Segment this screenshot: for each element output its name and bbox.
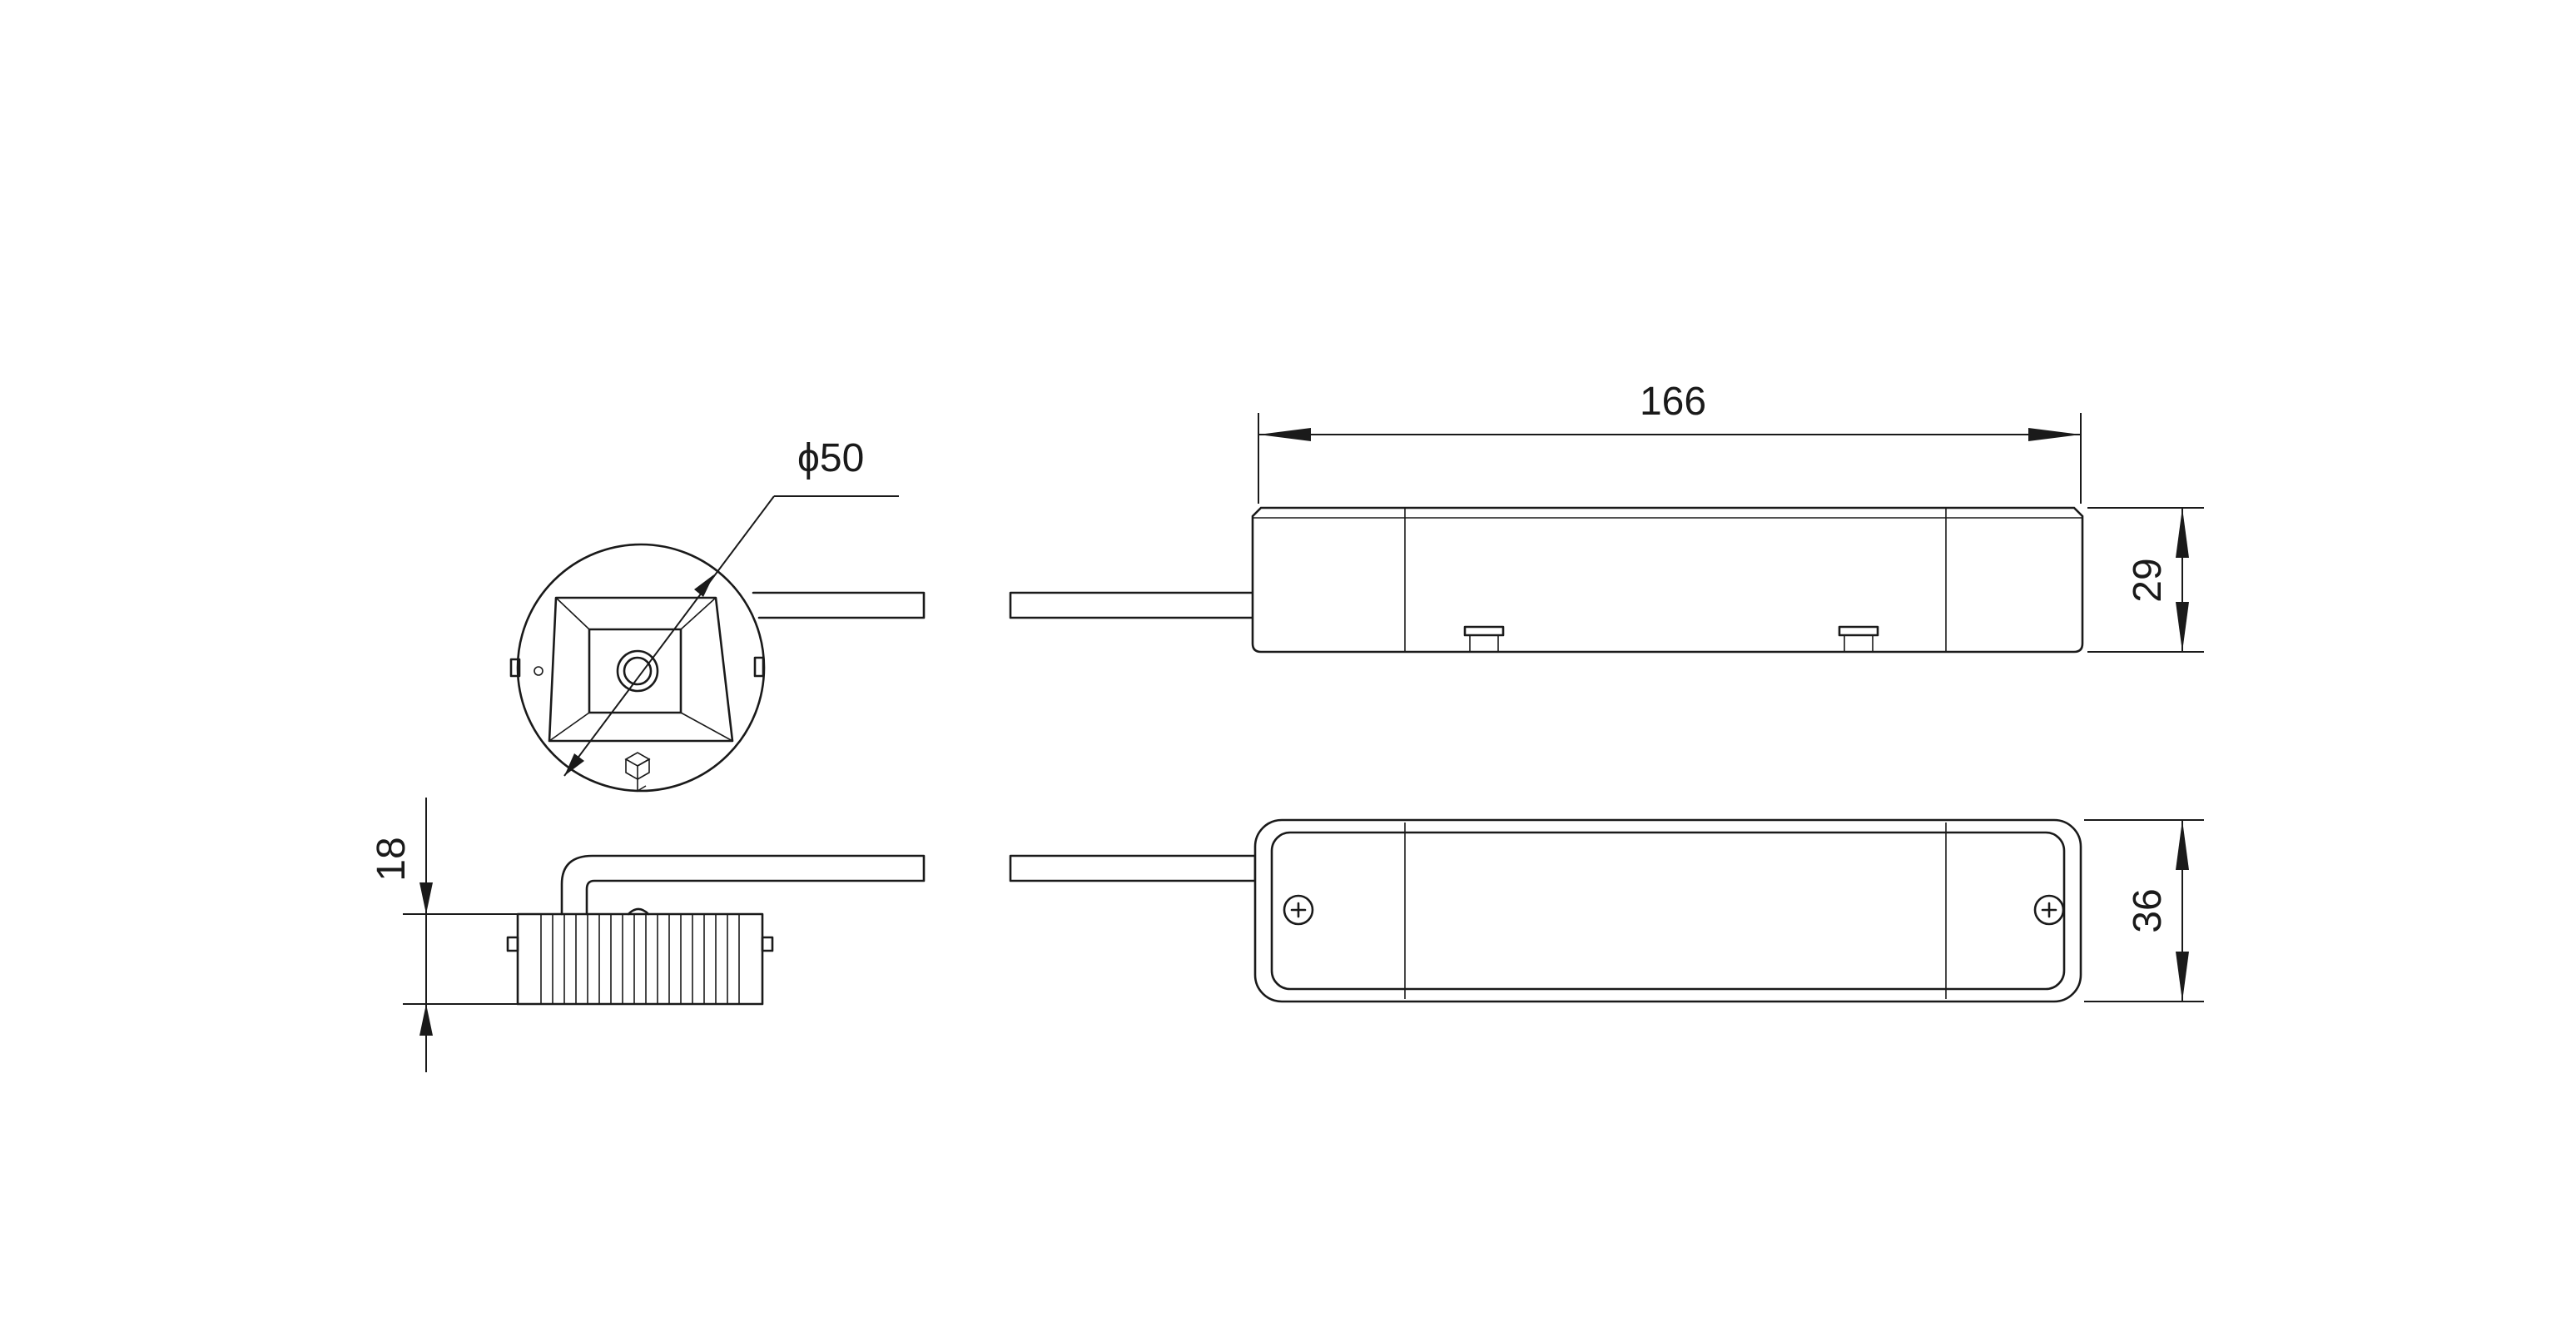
sensor-ribs [540,914,740,1004]
sensor-side-view: 18 [370,798,926,1072]
width-label: 36 [2126,888,2170,932]
sensor-top-view: ϕ50 [509,436,926,793]
logo-icon [624,752,651,793]
screw-icon [1283,894,1314,926]
height-label: 29 [2126,558,2170,602]
screw-icon [2033,894,2065,926]
driver-front-view: 166 29 [1009,380,2204,654]
driver-top-view: 36 [1009,818,2204,1003]
diameter-label: ϕ50 [797,436,864,480]
thickness-label: 18 [370,837,414,881]
length-label: 166 [1640,380,1706,424]
